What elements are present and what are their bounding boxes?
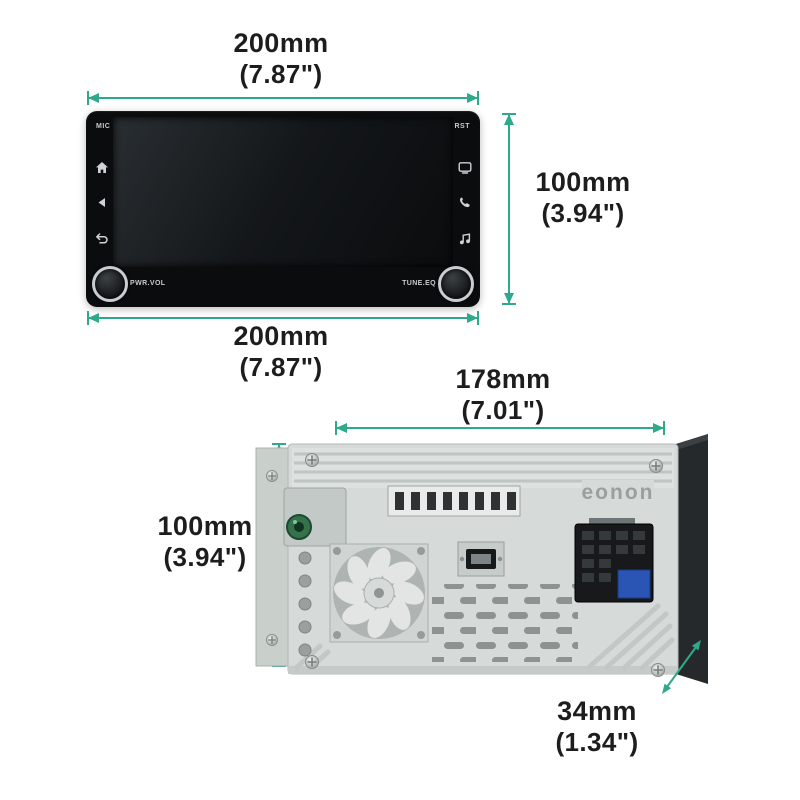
front-top-width-inch: (7.87") (239, 59, 323, 89)
rear-height-mm: 100mm (157, 511, 253, 541)
front-height-inch: (3.94") (541, 198, 625, 228)
music-icon (459, 233, 471, 245)
front-height-label: 100mm (3.94") (518, 167, 648, 229)
side-panel (676, 434, 708, 684)
rear-width-line (335, 421, 665, 435)
front-height-line (502, 113, 516, 305)
rear-width-mm: 178mm (455, 364, 551, 394)
vent-slots (432, 584, 578, 662)
iso-connector (574, 518, 654, 603)
mic-label: MIC (96, 123, 111, 130)
tune-eq-label: TUNE.EQ (402, 280, 436, 287)
tune-eq-knob (438, 266, 474, 302)
side-holes (298, 551, 312, 657)
rear-height-inch: (3.94") (163, 542, 247, 572)
rear-depth-inch: (1.34") (555, 727, 639, 757)
rst-label: RST (454, 123, 470, 130)
rear-depth-line (662, 640, 701, 694)
front-top-width-mm: 200mm (233, 28, 329, 58)
brand-logo: eonon (582, 481, 655, 504)
touchscreen (113, 117, 453, 267)
cooling-fan (329, 543, 429, 643)
back-icon (98, 198, 105, 207)
video-port (457, 541, 505, 577)
power-volume-label: PWR.VOL (130, 280, 166, 287)
antenna-connector (283, 487, 347, 547)
front-top-width-line (87, 91, 479, 105)
front-height-mm: 100mm (535, 167, 631, 197)
front-bottom-width-inch: (7.87") (239, 352, 323, 382)
front-top-width-label: 200mm (7.87") (181, 28, 381, 90)
rear-width-label: 178mm (7.01") (403, 364, 603, 426)
mounting-sleeve-edge (255, 447, 291, 667)
home-icon (96, 162, 108, 173)
rear-width-inch: (7.01") (461, 395, 545, 425)
phone-icon (460, 197, 470, 208)
front-bottom-width-label: 200mm (7.87") (181, 321, 381, 383)
rear-height-label: 100mm (3.94") (110, 511, 300, 573)
display-icon (458, 162, 472, 174)
power-volume-knob (92, 266, 128, 302)
stereo-front-view: MIC RST PWR.VOL TUNE.EQ (86, 111, 480, 307)
front-bottom-width-line (87, 311, 479, 325)
rear-depth-label: 34mm (1.34") (497, 696, 697, 758)
rear-depth-mm: 34mm (557, 696, 637, 726)
front-bottom-width-mm: 200mm (233, 321, 329, 351)
stereo-rear-view: eonon (255, 434, 708, 684)
power-harness-connector (387, 485, 521, 517)
return-icon (96, 233, 108, 244)
